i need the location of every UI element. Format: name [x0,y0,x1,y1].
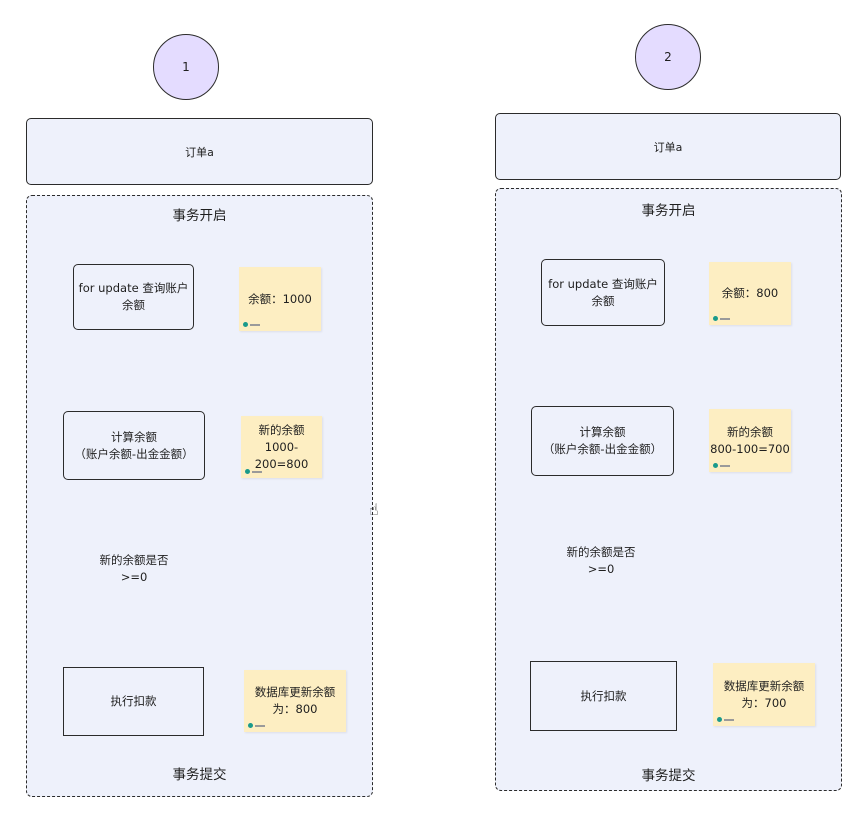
app-logo-icon [245,469,262,474]
transaction-commit-label-2: 事务提交 [641,768,696,784]
order-label-2: 订单a [653,140,683,154]
calc-balance-box-1: 计算余额 （账户余额-出金金额） [63,411,205,480]
step-number-1: 1 [182,60,190,74]
db-update-note-1: 数据库更新余额 为：800 [244,670,346,732]
new-balance-note-2: 新的余额 800-100=700 [709,409,791,472]
balance-note-2: 余额：800 [709,262,791,325]
deduct-box-1: 执行扣款 [63,667,204,736]
deduct-box-2: 执行扣款 [530,661,677,731]
app-logo-icon [717,717,734,722]
order-box-2: 订单a [495,113,841,180]
transaction-commit-label-1: 事务提交 [172,767,227,783]
hand-pointer-icon: ☝ [369,500,379,519]
order-label-1: 订单a [185,145,214,159]
db-update-note-text-1: 数据库更新余额 为：800 [254,685,336,716]
query-balance-box-2: for update 查询账户 余额 [541,259,665,326]
new-balance-note-1: 新的余额 1000-200=800 [241,416,322,478]
decision-text-1: 新的余额是否 >=0 [99,553,169,584]
new-balance-note-text-1: 新的余额 1000-200=800 [254,422,309,471]
app-logo-icon [248,723,265,728]
balance-note-1: 余额：1000 [239,267,321,331]
transaction-start-label-2: 事务开启 [641,203,696,219]
app-logo-icon [713,316,730,321]
step-number-circle-1: 1 [153,34,219,100]
db-update-note-text-2: 数据库更新余额 为：700 [723,678,805,710]
step-number-circle-2: 2 [635,24,701,90]
order-box-1: 订单a [26,118,373,185]
transaction-start-label-1: 事务开启 [172,208,227,224]
db-update-note-2: 数据库更新余额 为：700 [713,663,815,726]
calc-balance-box-2: 计算余额 （账户余额-出金金额） [531,406,674,476]
balance-note-text-1: 余额：1000 [248,291,312,306]
app-logo-icon [243,322,260,327]
balance-note-text-2: 余额：800 [721,286,779,300]
decision-text-2: 新的余额是否 >=0 [566,545,636,576]
query-balance-box-1: for update 查询账户 余额 [73,264,194,330]
new-balance-note-text-2: 新的余额 800-100=700 [710,424,790,456]
app-logo-icon [713,463,730,468]
step-number-2: 2 [664,50,672,64]
